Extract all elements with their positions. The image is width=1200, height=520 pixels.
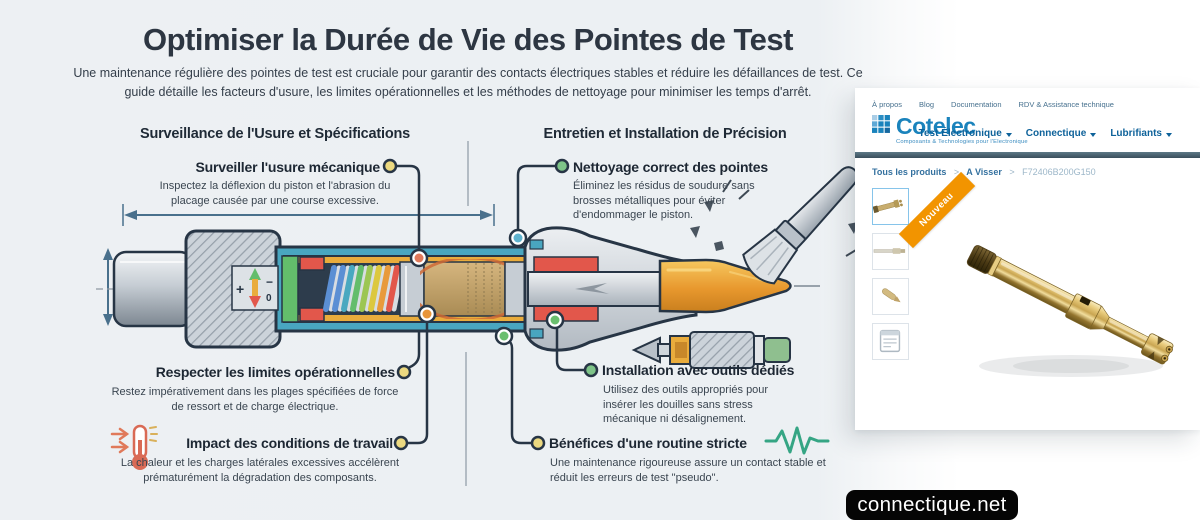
item-title-installation: Installation avec outils dédiés <box>602 362 795 378</box>
svg-text:+: + <box>236 281 244 297</box>
page-subtitle: Une maintenance régulière des pointes de… <box>73 66 863 99</box>
utility-nav: À propos Blog Documentation RDV & Assist… <box>872 100 1114 109</box>
header-separator-bar <box>855 152 1200 158</box>
cleaning-brush <box>742 166 859 285</box>
watermark: connectique.net <box>846 490 1018 520</box>
thumbnail-probe-straight[interactable] <box>872 233 909 270</box>
callout-anchor-dots <box>409 228 565 346</box>
cotelec-website-screenshot: À propos Blog Documentation RDV & Assist… <box>855 88 1200 430</box>
nav-blog[interactable]: Blog <box>919 100 935 109</box>
chevron-down-icon <box>1090 132 1097 137</box>
piston-scratch-mark <box>575 283 609 294</box>
breadcrumb-a-visser[interactable]: A Visser <box>966 167 1002 177</box>
item-title-usure-mecanique: Surveiller l'usure mécanique <box>195 159 381 175</box>
thumbnail-datasheet[interactable] <box>872 323 909 360</box>
cotelec-grid-icon <box>872 115 890 133</box>
cotelec-logo[interactable]: Cotelec Composants & Technologies pour l… <box>872 115 1028 146</box>
heartbeat-icon <box>764 426 830 455</box>
item-desc-usure-mecanique: Inspectez la déflexion du piston et l'ab… <box>159 180 391 207</box>
polarity-indicator: + − 0 <box>231 265 279 311</box>
menu-connectique[interactable]: Connectique <box>1026 128 1097 139</box>
brand-tagline: Composants & Technologies pour l'Electro… <box>896 139 1028 145</box>
dimension-arrows <box>103 204 495 326</box>
product-thumbnails <box>872 188 909 368</box>
brand-name: Cotelec <box>896 113 976 139</box>
nav-documentation[interactable]: Documentation <box>951 100 1002 109</box>
item-title-routine: Bénéfices d'une routine stricte <box>549 435 747 451</box>
left-section-header: Surveillance de l'Usure et Spécification… <box>139 126 411 142</box>
menu-lubrifiants[interactable]: Lubrifiants <box>1110 128 1172 139</box>
chevron-down-icon <box>1166 132 1172 137</box>
thumbnail-probe-tip[interactable] <box>872 278 909 315</box>
title-bullet-dots <box>382 158 599 451</box>
item-title-limites: Respecter les limites opérationnelles <box>155 364 395 380</box>
item-desc-routine: Une maintenance rigoureuse assure un con… <box>550 457 826 484</box>
nav-rdv-assistance[interactable]: RDV & Assistance technique <box>1018 100 1114 109</box>
item-desc-installation: Utilisez des outils appropriés pour insé… <box>603 384 769 426</box>
svg-text:−: − <box>266 275 273 289</box>
menu-test-electronique[interactable]: Test Électronique <box>919 128 1012 139</box>
chevron-down-icon <box>1005 132 1012 137</box>
breadcrumb-separator: > <box>1009 167 1015 177</box>
breadcrumb: Tous les produits > A Visser > F72406B20… <box>872 167 1096 177</box>
item-title-nettoyage: Nettoyage correct des pointes <box>573 159 768 175</box>
item-desc-nettoyage: Éliminez les résidus de soudure sans bro… <box>573 180 755 222</box>
probe-body: + − 0 <box>112 226 820 352</box>
breadcrumb-all-products[interactable]: Tous les produits <box>872 167 947 177</box>
item-title-conditions: Impact des conditions de travail <box>186 435 393 451</box>
item-desc-conditions: La chaleur et les charges latérales exce… <box>120 457 400 484</box>
main-nav: Test Électronique Connectique Lubrifiant… <box>919 128 1172 139</box>
page-title: Optimiser la Durée de Vie des Pointes de… <box>143 22 793 57</box>
right-section-header: Entretien et Installation de Précision <box>543 126 787 142</box>
product-image-gold-probe <box>966 245 1174 377</box>
breadcrumb-product-ref: F72406B200G150 <box>1022 167 1096 177</box>
thermometer-icon <box>110 424 158 470</box>
item-desc-limites: Restez impérativement dans les plages sp… <box>111 386 399 413</box>
nav-a-propos[interactable]: À propos <box>872 100 903 109</box>
svg-text:0: 0 <box>266 293 272 304</box>
insertion-tool <box>631 331 791 369</box>
thumbnail-probe-angled[interactable] <box>872 188 909 225</box>
breadcrumb-separator: > <box>953 167 960 177</box>
